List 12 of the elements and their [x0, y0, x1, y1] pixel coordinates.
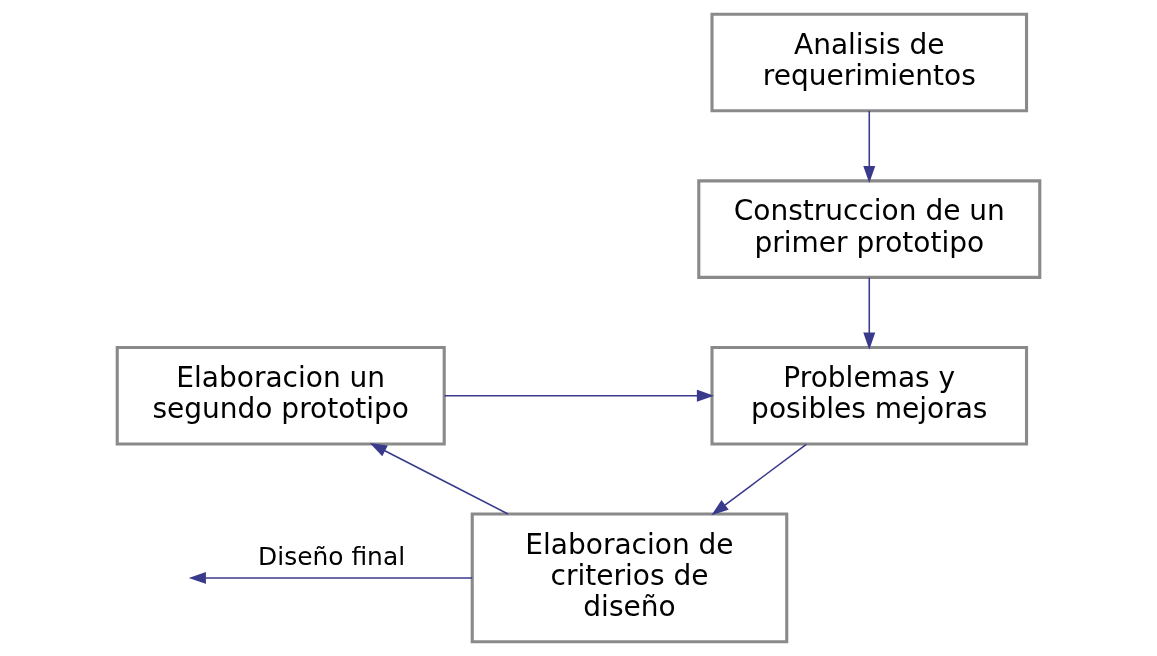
arrow	[369, 443, 509, 515]
node-box: Problemas y posibles mejoras	[710, 345, 1029, 446]
arrow	[863, 276, 876, 350]
edge-label: Diseño final	[258, 542, 406, 572]
arrow	[863, 110, 876, 184]
arrow	[188, 571, 473, 584]
node-box: Elaboracion de criterios de diseño	[470, 512, 789, 644]
node-box: Analisis de requerimientos	[710, 12, 1029, 113]
node-box: Construccion de un primer prototipo	[697, 179, 1042, 279]
arrow	[443, 389, 715, 402]
arrow	[711, 443, 808, 516]
node-box: Elaboracion un segundo prototipo	[115, 345, 446, 446]
